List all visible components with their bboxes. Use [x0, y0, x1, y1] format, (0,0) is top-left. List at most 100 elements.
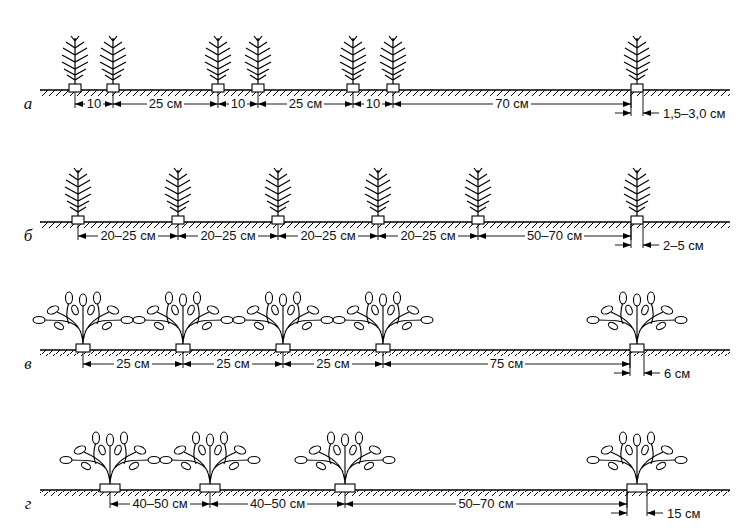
extension-line [218, 92, 219, 108]
row-letter: г [25, 495, 32, 513]
dimension-label: 20–25 см [298, 228, 357, 243]
conifer-seedling [624, 36, 650, 86]
extension-line [643, 224, 644, 248]
extension-line [258, 92, 259, 108]
leafy-seedling [333, 292, 433, 346]
root-ball [172, 216, 184, 224]
extension-line [631, 92, 632, 108]
root-ball [276, 344, 290, 352]
leafy-seedling [587, 292, 687, 346]
root-ball [212, 84, 224, 92]
root-ball [100, 484, 120, 492]
conifer-seedling [624, 168, 650, 218]
dimension-label: 25 см [287, 96, 325, 111]
dimension-label: 10 [85, 96, 103, 111]
dimension-line [615, 113, 631, 114]
extension-line [383, 352, 384, 368]
dimension-line [647, 513, 663, 514]
conifer-seedling [380, 36, 406, 86]
dimension-line [644, 373, 660, 374]
leafy-seedling [295, 432, 395, 486]
leafy-seedling [33, 292, 133, 346]
root-ball [76, 344, 90, 352]
extension-line [113, 92, 114, 108]
root-ball [347, 84, 359, 92]
conifer-seedling [165, 168, 191, 218]
row-letter: в [24, 355, 31, 373]
leafy-seedling [60, 432, 160, 486]
extension-line [283, 352, 284, 368]
dimension-line [615, 245, 631, 246]
ground-line [40, 89, 730, 90]
conifer-seedling [265, 168, 291, 218]
dimension-label: 50–70 см [525, 228, 584, 243]
extension-line [631, 224, 632, 240]
dimension-label: 25 см [114, 356, 152, 371]
leafy-seedling [133, 292, 233, 346]
extension-line [630, 352, 631, 368]
root-ball [252, 84, 264, 92]
extension-line [78, 224, 79, 240]
dimension-line [643, 245, 659, 246]
dimension-label: 20–25 см [398, 228, 457, 243]
extension-line [210, 492, 211, 508]
root-ball [372, 216, 384, 224]
ground-line [40, 221, 730, 222]
root-ball [631, 84, 643, 92]
extension-line [278, 224, 279, 240]
extension-line [75, 92, 76, 108]
soil-hatching [40, 90, 730, 96]
extension-line [647, 492, 648, 516]
dimension-label: 20–25 см [198, 228, 257, 243]
conifer-seedling [365, 168, 391, 218]
root-ball [472, 216, 484, 224]
root-ball [387, 84, 399, 92]
dimension-label: 6 см [662, 366, 692, 381]
root-ball [176, 344, 190, 352]
dimension-label: 1,5–3,0 см [661, 106, 727, 121]
extension-line [353, 92, 354, 108]
root-ball [200, 484, 220, 492]
dimension-label: 15 см [665, 506, 703, 521]
extension-line [644, 352, 645, 376]
row-letter: а [24, 95, 33, 113]
dimension-label: 75 см [488, 356, 526, 371]
dimension-label: 25 см [314, 356, 352, 371]
root-ball [69, 84, 81, 92]
extension-line [643, 92, 644, 116]
root-ball [272, 216, 284, 224]
dimension-label: 25 см [147, 96, 185, 111]
extension-line [110, 492, 111, 508]
extension-line [478, 224, 479, 240]
root-ball [631, 216, 643, 224]
dimension-line [643, 113, 659, 114]
leafy-seedling [587, 432, 687, 486]
conifer-seedling [340, 36, 366, 86]
dimension-label: 40–50 см [248, 496, 307, 511]
conifer-seedling [205, 36, 231, 86]
dimension-label: 50–70 см [456, 496, 515, 511]
extension-line [345, 492, 346, 508]
dimension-line [611, 513, 627, 514]
extension-line [627, 492, 628, 508]
root-ball [627, 484, 647, 492]
extension-line [393, 92, 394, 108]
row-letter: б [24, 227, 33, 245]
root-ball [335, 484, 355, 492]
dimension-label: 10 [364, 96, 382, 111]
root-ball [630, 344, 644, 352]
dimension-label: 25 см [214, 356, 252, 371]
extension-line [83, 352, 84, 368]
extension-line [183, 352, 184, 368]
dimension-line [614, 373, 630, 374]
extension-line [378, 224, 379, 240]
dimension-label: 2–5 см [661, 238, 706, 253]
conifer-seedling [65, 168, 91, 218]
conifer-seedling [245, 36, 271, 86]
dimension-label: 20–25 см [98, 228, 157, 243]
leafy-seedling [233, 292, 333, 346]
conifer-seedling [100, 36, 126, 86]
dimension-label: 10 [229, 96, 247, 111]
extension-line [178, 224, 179, 240]
